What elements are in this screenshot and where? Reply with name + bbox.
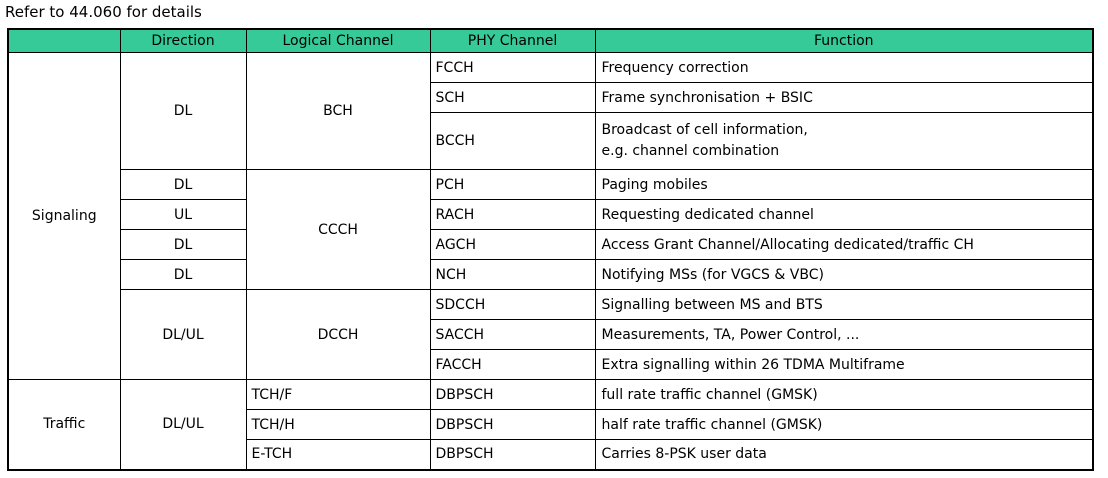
- direction-cell: DL: [119, 169, 247, 200]
- table-row: DL AGCH Access Grant Channel/Allocating …: [8, 229, 1094, 260]
- direction-cell: DL: [119, 229, 247, 260]
- logical-channel-cell: E-TCH: [245, 439, 431, 470]
- header-row: Direction Logical Channel PHY Channel Fu…: [7, 28, 1094, 53]
- function-cell: Signalling between MS and BTS: [594, 289, 1094, 320]
- phy-channel-cell: AGCH: [429, 229, 596, 260]
- logical-channel-cell: DCCH: [245, 289, 431, 380]
- direction-cell: DL: [119, 52, 247, 170]
- function-cell: Access Grant Channel/Allocating dedicate…: [594, 229, 1094, 260]
- phy-channel-cell: PCH: [429, 169, 596, 200]
- header-cell-direction: Direction: [119, 28, 247, 53]
- logical-channel-cell: BCH: [245, 52, 431, 170]
- direction-cell: DL/UL: [119, 289, 247, 380]
- function-cell: Frame synchronisation + BSIC: [594, 82, 1094, 113]
- header-cell-logical-channel: Logical Channel: [245, 28, 431, 53]
- category-cell-traffic: Traffic: [7, 379, 121, 470]
- function-cell: Notifying MSs (for VGCS & VBC): [594, 259, 1094, 290]
- logical-channel-cell: TCH/F: [245, 379, 431, 410]
- function-cell: Paging mobiles: [594, 169, 1094, 200]
- logical-channel-cell: TCH/H: [245, 409, 431, 440]
- function-cell: half rate traffic channel (GMSK): [594, 409, 1094, 440]
- header-cell-function: Function: [594, 28, 1094, 53]
- phy-channel-cell: FACCH: [429, 349, 596, 380]
- function-cell: full rate traffic channel (GMSK): [594, 379, 1094, 410]
- logical-channel-cell: CCCH: [245, 169, 431, 290]
- phy-channel-cell: DBPSCH: [429, 409, 596, 440]
- table-row: DL/UL DCCH SDCCH Signalling between MS a…: [8, 289, 1094, 380]
- table-row: SCH Frame synchronisation + BSIC: [8, 82, 1094, 113]
- phy-channel-cell: SDCCH: [429, 289, 596, 320]
- phy-channel-cell: SCH: [429, 82, 596, 113]
- direction-cell: UL: [119, 199, 247, 230]
- table-row: TCH/H DBPSCH half rate traffic channel (…: [8, 409, 1094, 440]
- table-row: DL NCH Notifying MSs (for VGCS & VBC): [8, 259, 1094, 290]
- function-cell: Extra signalling within 26 TDMA Multifra…: [594, 349, 1094, 380]
- function-cell: Carries 8-PSK user data: [594, 439, 1094, 470]
- phy-channel-cell: NCH: [429, 259, 596, 290]
- phy-channel-cell: BCCH: [429, 112, 596, 170]
- gsm-channel-table: Direction Logical Channel PHY Channel Fu…: [7, 28, 1094, 471]
- table-row: DL CCCH PCH Paging mobiles: [8, 169, 1094, 290]
- function-cell: Measurements, TA, Power Control, ...: [594, 319, 1094, 350]
- function-cell: Requesting dedicated channel: [594, 199, 1094, 230]
- phy-channel-cell: RACH: [429, 199, 596, 230]
- table-row: UL RACH Requesting dedicated channel: [8, 199, 1094, 230]
- phy-channel-cell: DBPSCH: [429, 439, 596, 470]
- phy-channel-cell: FCCH: [429, 52, 596, 83]
- function-cell: Frequency correction: [594, 52, 1094, 83]
- table-row: BCCH Broadcast of cell information, e.g.…: [8, 112, 1094, 170]
- function-cell: Broadcast of cell information, e.g. chan…: [594, 112, 1094, 170]
- reference-note: Refer to 44.060 for details: [5, 3, 202, 21]
- category-cell-signaling: Signaling: [7, 52, 121, 380]
- table-row: Traffic DL/UL TCH/F DBPSCH full rate tra…: [7, 379, 1094, 470]
- table-row: Signaling DL BCH FCCH Frequency correcti…: [7, 52, 1094, 380]
- phy-channel-cell: DBPSCH: [429, 379, 596, 410]
- header-cell-category: [7, 28, 121, 53]
- direction-cell: DL: [119, 259, 247, 290]
- direction-cell: DL/UL: [119, 379, 247, 470]
- table-row: E-TCH DBPSCH Carries 8-PSK user data: [8, 439, 1094, 470]
- phy-channel-cell: SACCH: [429, 319, 596, 350]
- header-cell-phy-channel: PHY Channel: [429, 28, 596, 53]
